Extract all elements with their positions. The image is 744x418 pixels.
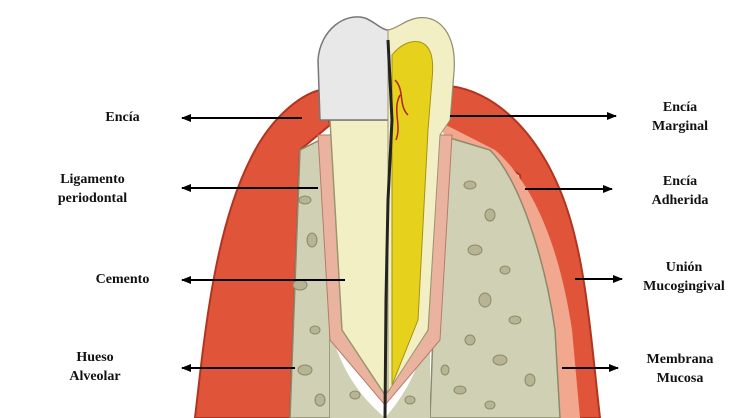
label-encia-marginal: Encía Marginal [625,96,735,138]
label-ligamento-periodontal: Ligamento periodontal [15,168,170,210]
label-encia: Encía [70,100,175,134]
label-union-mucogingival: Unión Mucogingival [626,256,742,298]
label-hueso-alveolar: Hueso Alveolar [40,346,150,388]
label-encia-adherida: Encía Adherida [625,170,735,212]
label-cemento: Cemento [70,262,175,296]
label-membrana-mucosa: Membrana Mucosa [625,348,735,390]
